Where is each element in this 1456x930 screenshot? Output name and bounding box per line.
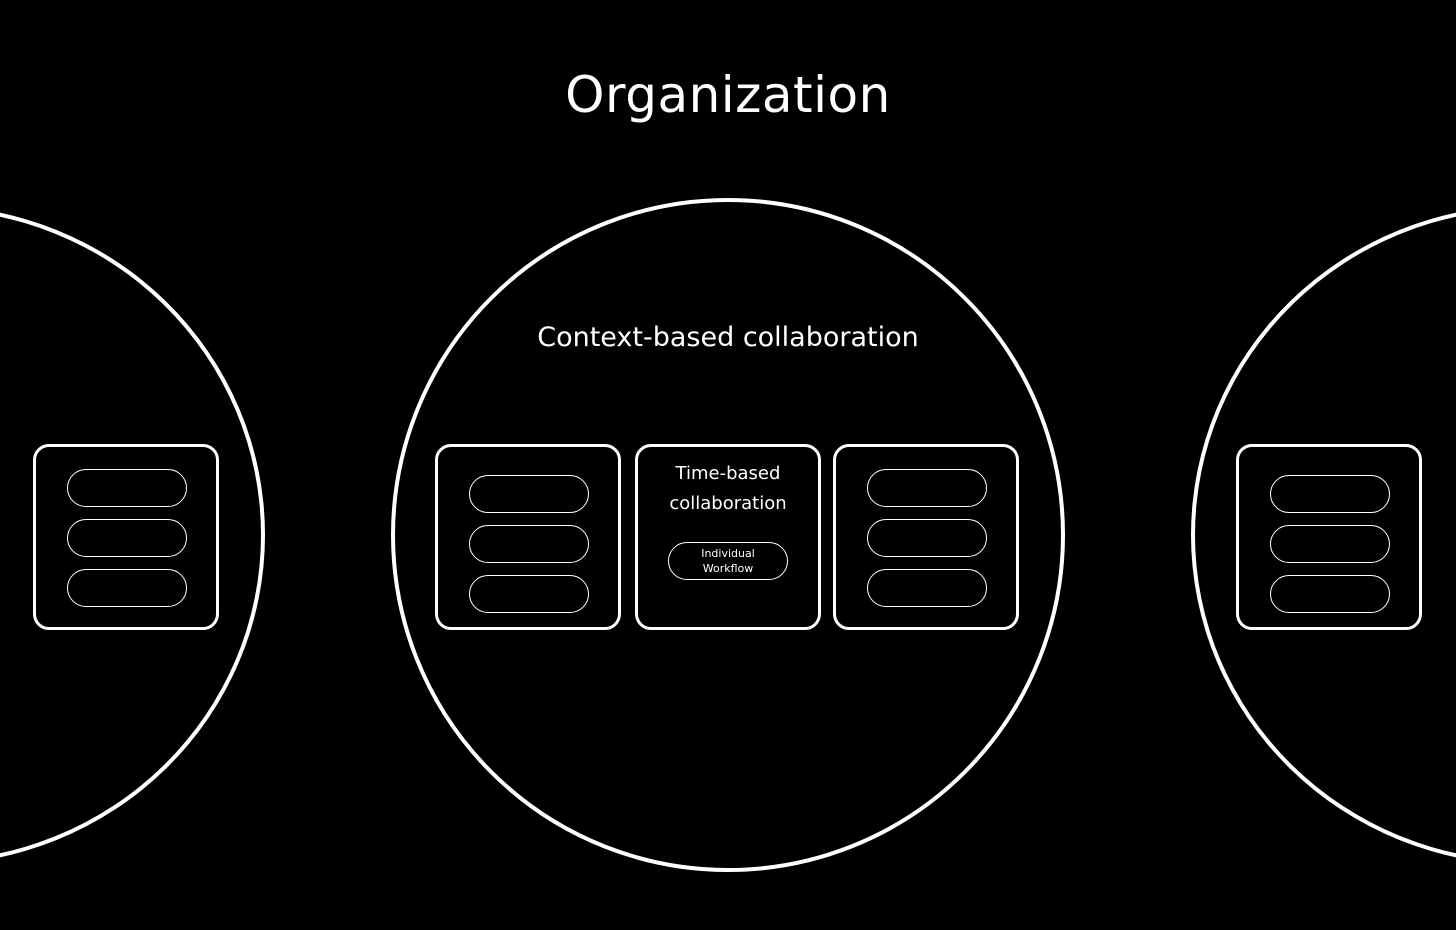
center-right-workflow-box [833,444,1019,630]
workflow-pill [867,519,987,557]
individual-workflow-pill: Individual Workflow [668,542,788,580]
workflow-pill [1270,525,1390,563]
left-circle-workflow-box [33,444,219,630]
workflow-pill [1270,475,1390,513]
workflow-pill [469,475,589,513]
context-circle-label: Context-based collaboration [537,322,919,353]
individual-workflow-label: Individual Workflow [701,547,755,575]
diagram-title: Organization [565,66,891,124]
workflow-pill [67,569,187,607]
workflow-pill [867,569,987,607]
right-circle-workflow-box [1236,444,1422,630]
workflow-pill [469,525,589,563]
workflow-pill [1270,575,1390,613]
center-context-circle [391,198,1065,872]
workflow-pill [469,575,589,613]
workflow-pill [67,469,187,507]
workflow-pill [67,519,187,557]
time-based-collaboration-box: Time-based collaboration Individual Work… [635,444,821,630]
time-based-collaboration-label: Time-based collaboration [669,463,787,514]
center-left-workflow-box [435,444,621,630]
workflow-pill [867,469,987,507]
